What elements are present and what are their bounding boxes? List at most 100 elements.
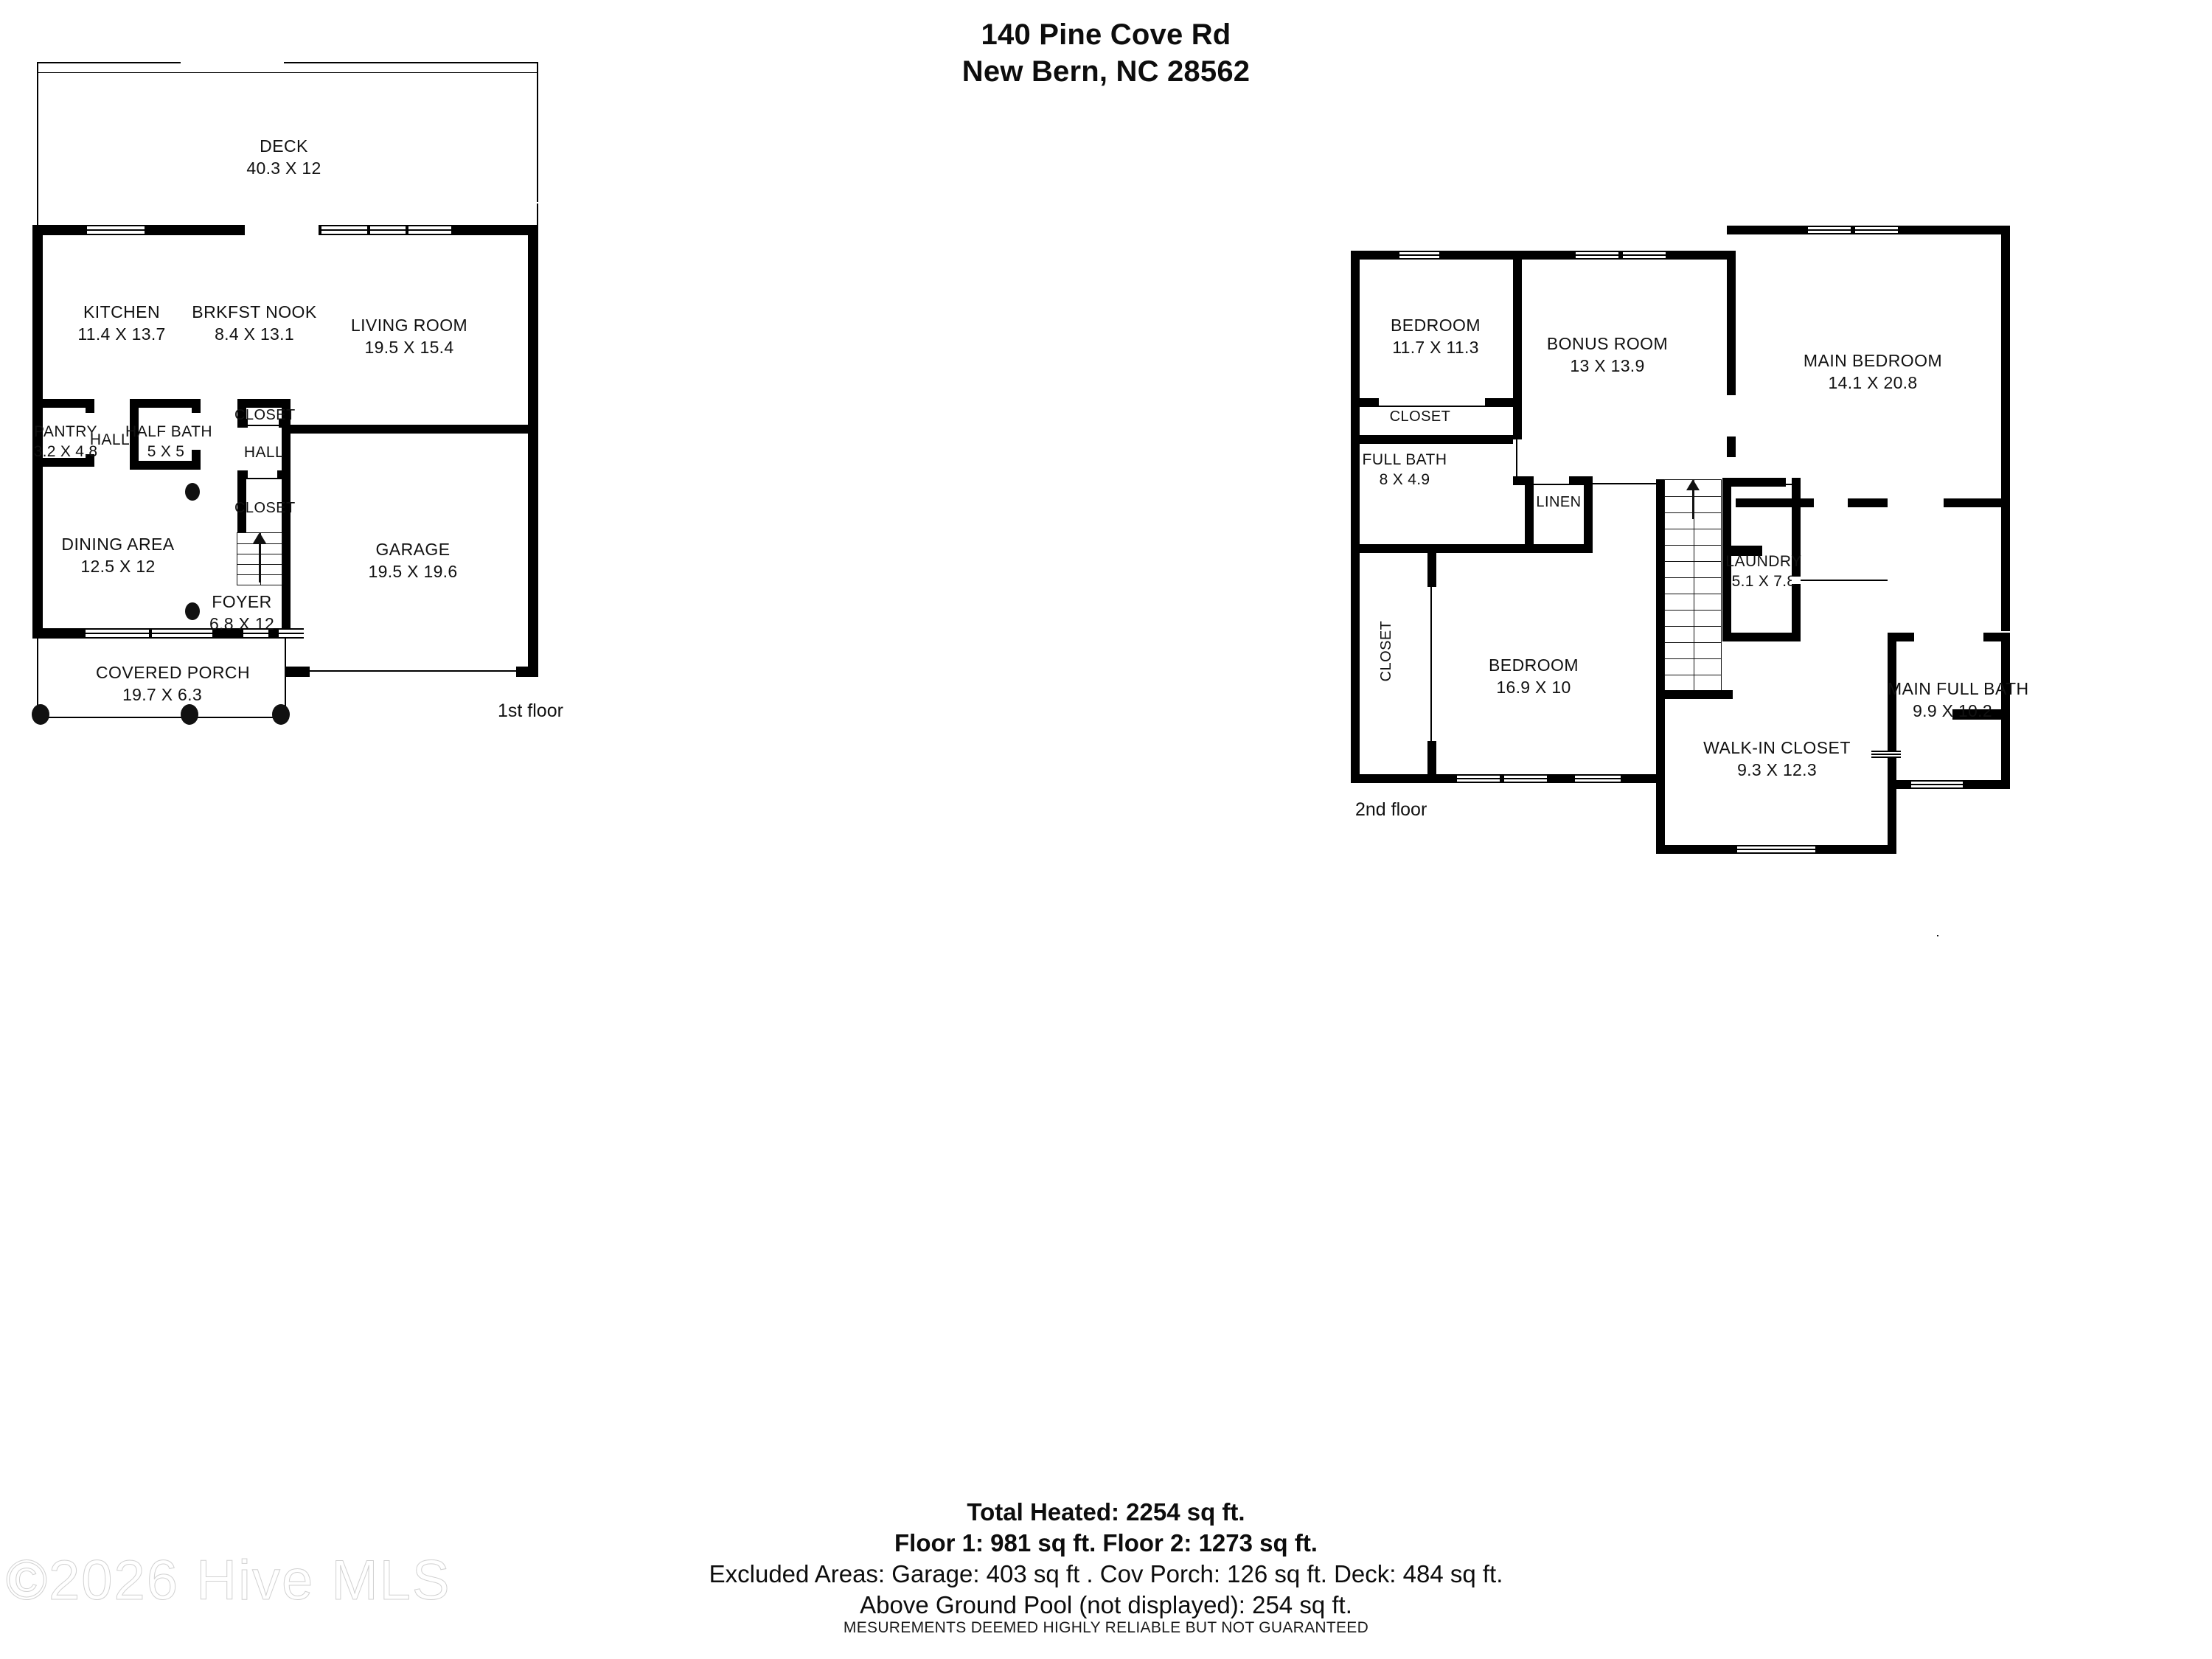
wall-f2-fullbath-west [1351,435,1360,553]
wall-f2-linen-south [1525,544,1593,553]
wall-f2-bonus-east-lower [1727,437,1736,457]
opening-mfb-north [1914,633,1983,641]
floor-plan-1st-floor: DECK 40.3 X 12 KITCHEN 11.4 X 13.7 BRKFS… [0,0,1106,1475]
window-bonus-north-b [1623,251,1666,260]
linen-door-line [1534,484,1569,485]
window-kitchen-north [87,225,145,235]
staircase-floor2 [1937,935,1938,936]
wall-f1-garage-east [528,425,538,675]
deck-outline-right-b [537,204,538,230]
window-dining-south-a [86,628,149,639]
wall-f1-east-living [528,225,538,431]
window-dining-south-b [152,628,212,639]
hall-line-laundry-east [1801,580,1888,581]
window-mfb-south [1911,780,1963,789]
room-garage: GARAGE 19.5 X 19.6 [368,540,458,581]
wall-f2-linen-east [1584,476,1593,553]
deck-outline-inner-top [37,72,538,73]
window-bonus-north-a [1576,251,1618,260]
stair-direction-line-f1 [259,538,260,582]
door-mfb-to-wic [1871,751,1901,758]
deck-outline-top-b [284,62,538,63]
wall-f1-garage-south [286,667,310,677]
page-title: 140 Pine Cove Rd New Bern, NC 28562 [0,16,2212,90]
wall-f2-stair-west [1656,479,1665,698]
wall-f2-closet1-top-r [1485,398,1522,407]
vcloset-door-line [1430,587,1432,741]
room-closet-bed2: CLOSET [1378,620,1394,682]
wall-closet-lo-west [237,470,246,532]
excluded-areas-text: Excluded Areas: Garage: 403 sq ft . Cov … [709,1560,1503,1587]
floor-1-label: 1st floor [498,700,563,721]
porch-column-center [181,704,198,725]
wall-f2-linen-west [1525,476,1534,553]
room-dining-area: DINING AREA 12.5 X 12 [61,535,175,576]
room-laundry: LAUNDRY 5.1 X 7.8 [1725,553,1802,591]
wall-f2-laundry-east [1792,478,1801,641]
summary-block: Total Heated: 2254 sq ft. Floor 1: 981 s… [0,1497,2212,1621]
wall-f1-garage-door [308,670,518,672]
wall-closet-up-south-left [237,419,248,428]
wall-f2-fullbath-south2 [1438,544,1526,553]
window-bed2-south-b [1504,774,1547,783]
porch-column-right [272,704,290,725]
room-closet-upper: CLOSET [234,407,296,423]
opening-halfbath-door [192,413,201,450]
wall-closet-up-top [237,399,291,408]
deck-outline-left [37,62,38,232]
room-bedroom-upper: BEDROOM 11.7 X 11.3 [1391,316,1481,357]
disclaimer-text: MESUREMENTS DEEMED HIGHLY RELIABLE BUT N… [843,1619,1369,1636]
wall-halfbath-south [130,461,201,470]
wall-f1-living-garage-divider [286,425,538,434]
wall-f2-bonus-east [1727,251,1736,395]
room-full-bath: FULL BATH 8 X 4.9 [1362,451,1447,489]
wall-f2-mainbed-south [1736,498,2010,507]
room-walk-in-closet: WALK-IN CLOSET 9.3 X 12.3 [1703,738,1851,779]
room-pantry: PANTRY 3.2 X 4.8 [33,423,98,461]
address-line-1: 140 Pine Cove Rd [981,18,1231,51]
room-closet-bed1: CLOSET [1389,408,1451,425]
floor-plan-2nd-floor: BEDROOM 11.7 X 11.3 BONUS ROOM 13 X 13.9… [1106,0,2212,1475]
room-living-room: LIVING ROOM 19.5 X 15.4 [350,316,468,357]
opening-laundry-east [1792,577,1801,584]
room-covered-porch: COVERED PORCH 19.7 X 6.3 [96,663,251,704]
opening-mainbed-to-closet [1814,498,1848,507]
room-hall-right: HALL [243,444,285,461]
wall-f2-stair-south [1656,690,1733,699]
wall-f2-mainbed-east [2001,226,2010,631]
window-bed1-north [1399,251,1439,260]
stair-direction-arrow-f1 [253,532,266,543]
wall-closet-lo-top-right [277,470,291,479]
room-linen: LINEN [1536,494,1582,510]
closet1-door-line [1379,406,1485,407]
room-foyer: FOYER 6.8 X 12 [209,592,275,633]
wall-f2-bed1-east [1513,251,1522,407]
room-half-bath: HALF BATH 5 X 5 [125,423,213,461]
wall-f2-vcloset-east-top [1427,553,1436,587]
wall-f2-laundry-west [1722,478,1731,641]
wall-f2-vcloset-east-bot [1427,741,1436,774]
pool-area-text: Above Ground Pool (not displayed): 254 s… [860,1591,1352,1618]
closet-lo-door-line [246,478,279,479]
window-living-north-a [321,225,367,235]
wall-f1-foyer-east [282,431,291,638]
room-hall-left: HALL [89,431,131,448]
window-foyer-south [243,628,268,639]
room-brkfst-nook: BRKFST NOOK 8.4 X 13.1 [192,302,317,344]
wall-pantry-south [37,458,94,467]
deck-outline-top-a [37,62,181,63]
floor-areas-text: Floor 1: 981 sq ft. Floor 2: 1273 sq ft. [894,1529,1318,1557]
room-bedroom-lower: BEDROOM 16.9 X 10 [1489,655,1579,697]
wall-f2-wic-west [1656,699,1665,854]
room-main-bedroom: MAIN BEDROOM 14.1 X 20.8 [1803,351,1943,392]
closet-up-door-line [246,425,280,426]
wall-halfbath-top [130,399,201,408]
wall-f2-closet1-south [1351,435,1522,444]
room-main-full-bath: MAIN FULL BATH 9.9 X 10.2 [1888,679,2029,720]
porch-outline-left [37,637,38,718]
address-line-2: New Bern, NC 28562 [961,55,1251,88]
porch-outline-right [285,637,286,718]
room-closet-lower: CLOSET [234,500,296,516]
wall-f2-vcloset-west [1351,553,1360,774]
opening-fullbath-door [1513,439,1522,481]
